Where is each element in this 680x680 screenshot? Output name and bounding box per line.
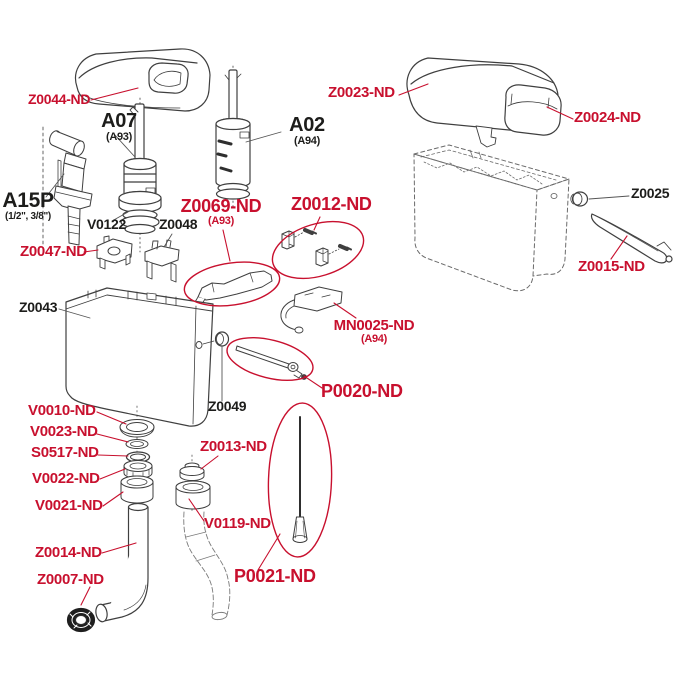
- part-outlet-stack: [119, 405, 155, 505]
- label-a02-sub: (A94): [293, 134, 320, 147]
- part-lid-z0023: [406, 57, 562, 148]
- label-v0122: V0122: [87, 216, 126, 232]
- label-a07: A07 (A93): [93, 111, 145, 143]
- part-mn0025: [280, 286, 343, 334]
- label-a15p-sub: (1/2", 3/8"): [5, 210, 51, 222]
- part-z0007-seal: [66, 607, 96, 633]
- label-v0022: V0022-ND: [32, 470, 100, 487]
- label-p0020: P0020-ND: [321, 381, 403, 401]
- label-a02: A02 (A94): [279, 115, 335, 147]
- part-z0015: [590, 213, 673, 264]
- part-z0013-v0119: [175, 454, 211, 513]
- part-z0012-set: [281, 228, 352, 267]
- callout-ellipses: [183, 220, 365, 558]
- label-v0023: V0023-ND: [30, 423, 98, 440]
- label-z0069-text: Z0069-ND: [180, 196, 262, 216]
- label-z0013: Z0013-ND: [200, 438, 267, 455]
- label-v0010: V0010-ND: [28, 402, 96, 419]
- label-v0021: V0021-ND: [35, 497, 103, 514]
- part-tank-z0043: [65, 287, 215, 427]
- leader-lines-black: [45, 131, 630, 402]
- label-z0044: Z0044-ND: [28, 91, 91, 107]
- label-mn0025-text: MN0025-ND: [333, 317, 415, 334]
- label-z0023: Z0023-ND: [328, 84, 395, 101]
- part-z0047: [96, 235, 133, 270]
- label-z0025: Z0025: [631, 185, 670, 201]
- label-p0021: P0021-ND: [234, 566, 316, 586]
- label-z0024: Z0024-ND: [574, 109, 641, 126]
- label-a07-text: A07: [101, 110, 137, 132]
- part-z0014-pipe: [95, 502, 149, 623]
- label-a07-sub: (A93): [105, 130, 132, 143]
- part-z0049: [214, 331, 230, 347]
- leader-lines-red: [80, 83, 628, 606]
- part-a15p: [42, 126, 93, 248]
- part-p0020: [235, 345, 307, 380]
- label-z0014: Z0014-ND: [35, 544, 102, 561]
- label-z0049: Z0049: [208, 398, 247, 414]
- label-z0007: Z0007-ND: [37, 571, 104, 588]
- label-z0069: Z0069-ND (A93): [175, 197, 267, 227]
- label-z0048: Z0048: [159, 216, 198, 232]
- label-s0517: S0517-ND: [31, 444, 99, 461]
- part-p0021: [292, 416, 308, 543]
- part-flush-pipe-reference: [183, 511, 231, 621]
- part-z0069: [194, 270, 273, 305]
- label-z0043: Z0043: [19, 299, 58, 315]
- part-valve-a07: [118, 97, 162, 253]
- label-z0015: Z0015-ND: [578, 258, 645, 275]
- label-mn0025: MN0025-ND (A94): [330, 318, 418, 345]
- label-mn0025-sub: (A94): [360, 332, 387, 345]
- label-a02-text: A02: [289, 114, 325, 136]
- label-z0069-sub: (A93): [207, 214, 234, 227]
- label-v0119: V0119-ND: [204, 515, 271, 532]
- part-lid-z0044: [75, 48, 211, 112]
- part-valve-a02: [215, 65, 251, 209]
- label-z0047: Z0047-ND: [20, 243, 87, 260]
- part-z0048: [144, 239, 180, 283]
- label-a15p-text: A15P: [2, 189, 54, 212]
- label-z0012: Z0012-ND: [291, 194, 372, 214]
- part-tank-reference: [413, 144, 570, 292]
- label-a15p: A15P (1/2", 3/8"): [0, 190, 58, 222]
- part-z0025: [570, 191, 589, 207]
